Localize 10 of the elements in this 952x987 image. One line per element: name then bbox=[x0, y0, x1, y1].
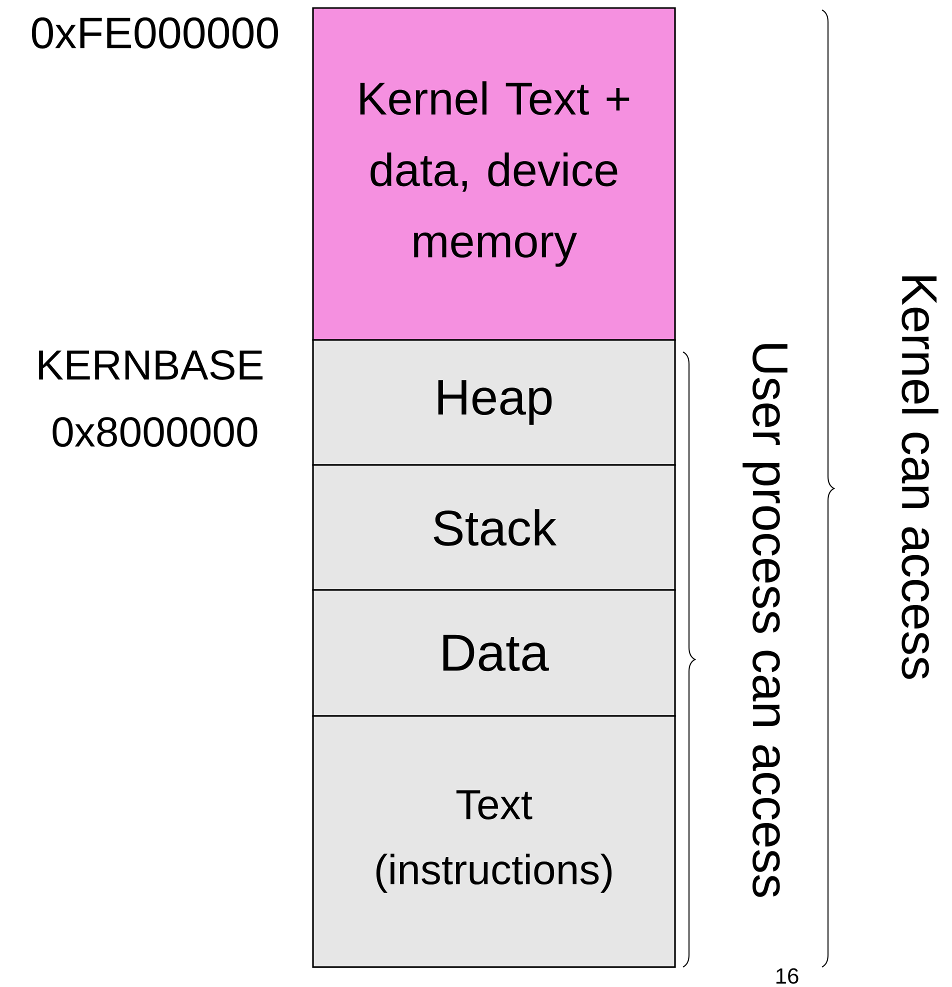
memory-region: Text (instructions) bbox=[312, 715, 676, 968]
memory-region: Data bbox=[312, 589, 676, 717]
memory-region: Stack bbox=[312, 464, 676, 591]
address-label: 0x8000000 bbox=[52, 417, 258, 447]
page-number: 16 bbox=[776, 968, 798, 984]
brace-label: Kernel can access bbox=[902, 276, 938, 679]
memory-region: Kernel Text + data, device memory bbox=[312, 7, 676, 341]
address-label: KERNBASE bbox=[39, 350, 263, 380]
brace-label: User process can access bbox=[742, 344, 788, 897]
memory-region: Heap bbox=[312, 339, 676, 466]
